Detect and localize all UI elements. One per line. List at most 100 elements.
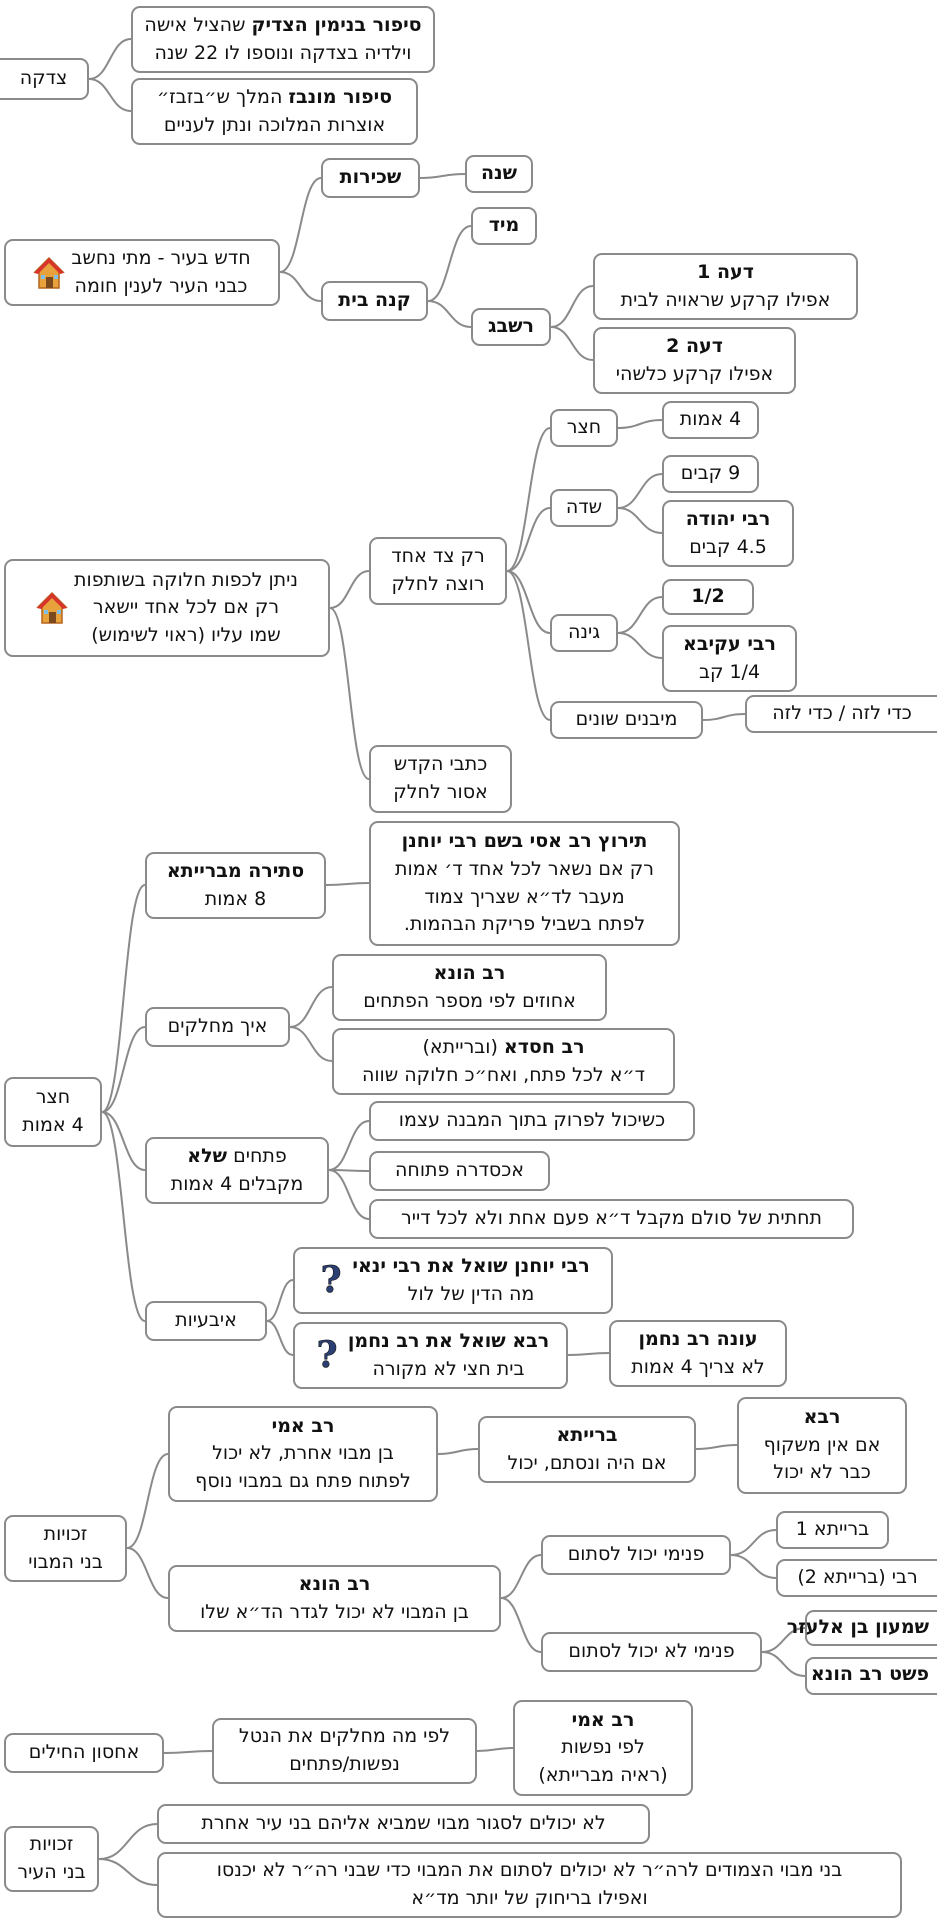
node-shimon-ben-elazar[interactable]: שמעון בן אלעזר	[787, 1610, 937, 1646]
node-rav-nachman-answers[interactable]: עונה רב נחמן לא צריך 4 אמות	[609, 1320, 787, 1387]
node-rav-ami-1[interactable]: רב אמי בן מבוי אחרת, לא יכול לפתוח פתח ג…	[168, 1406, 438, 1502]
node-miyad[interactable]: מיד	[471, 207, 537, 245]
connector	[101, 884, 146, 1113]
connector	[289, 1026, 333, 1062]
node-rabbi-yehuda[interactable]: רבי יהודה 4.5 קבים	[662, 500, 794, 567]
node-one-side-wants[interactable]: רק צד אחד רוצה לחלק	[369, 537, 507, 605]
node-shana[interactable]: שנה	[465, 155, 533, 193]
node-doors-without-4-amot[interactable]: פתחים שלא מקבלים 4 אמות	[145, 1137, 329, 1204]
connector	[695, 1444, 738, 1450]
node-chatzer-small[interactable]: חצר	[550, 409, 618, 447]
node-tzedaka[interactable]: צדקה	[0, 58, 89, 100]
connector	[567, 1352, 610, 1356]
node-braita-1[interactable]: ברייתא 1	[776, 1511, 889, 1549]
node-pshat-rav-huna[interactable]: פשט רב הונא	[805, 1657, 937, 1695]
connector	[617, 507, 663, 534]
node-rashbag[interactable]: רשבג	[471, 308, 551, 346]
node-forced-division[interactable]: ניתן לכפות חלוקה בשותפות רק אם לכל אחד י…	[4, 559, 330, 657]
node-alley-rights[interactable]: זכויות בני המבוי	[4, 1515, 127, 1582]
node-enough-for-each[interactable]: כדי לזה / כדי לזה	[745, 695, 937, 733]
connector	[506, 427, 551, 572]
node-braita[interactable]: ברייתא אם היה ונסתם, יכול	[478, 1416, 696, 1483]
node-rava-asks[interactable]: ? רבא שואל את רב נחמן בית חצי לא מקורה	[293, 1322, 568, 1389]
node-binyamin-story[interactable]: סיפור בנימין הצדיק שהציל אישה וילדיה בצד…	[131, 6, 435, 73]
node-rebbi-braita-2[interactable]: רבי (ברייתא 2)	[776, 1559, 937, 1597]
node-chatzer-4-amot[interactable]: חצר 4 אמות	[4, 1077, 102, 1147]
node-open-porch[interactable]: אכסדרה פתוחה	[369, 1151, 550, 1191]
connector	[476, 1747, 514, 1752]
connector	[617, 473, 663, 509]
node-adjacent-alley[interactable]: בני מבוי הצמודים לרה״ר לא יכולים לסתום א…	[157, 1852, 902, 1918]
connector	[163, 1750, 213, 1754]
node-rav-asi-answer[interactable]: תירוץ רב אסי בשם רבי יוחנן רק אם נשאר לכ…	[369, 821, 680, 946]
node-rabbi-akiva[interactable]: רבי עקיבא 1/4 קב	[662, 625, 797, 692]
node-burden-division[interactable]: לפי מה מחלקים את הנטל נפשות/פתחים	[212, 1718, 477, 1784]
node-various-buildings[interactable]: מיבנים שונים	[550, 701, 703, 739]
connector	[101, 1026, 146, 1113]
node-rav-ami-2[interactable]: רב אמי לפי נפשות (ראיה מברייתא)	[513, 1700, 693, 1796]
connector	[98, 1858, 158, 1886]
house-icon	[33, 256, 66, 289]
node-rav-huna-1[interactable]: רב הונא אחוזים לפי מספר הפתחים	[332, 954, 607, 1021]
node-inner-cannot-close[interactable]: פנימי לא יכול לסתום	[541, 1632, 762, 1672]
connector	[500, 1597, 542, 1653]
connector	[279, 177, 322, 273]
connector	[761, 1627, 806, 1653]
connector	[730, 1554, 777, 1579]
node-gina[interactable]: גינה	[550, 614, 618, 652]
node-ladder-base[interactable]: תחתית של סולם מקבל ד״א פעם אחת ולא לכל ד…	[369, 1199, 854, 1239]
connector	[266, 1320, 294, 1356]
connector	[419, 173, 466, 179]
node-inner-can-close[interactable]: פנימי יכול לסתום	[541, 1535, 731, 1575]
node-braita-contradiction[interactable]: סתירה מברייתא 8 אמות	[145, 852, 326, 919]
connector	[617, 632, 663, 659]
node-deah-1[interactable]: דעה 1 אפילו קרקע שראויה לבית	[593, 253, 858, 320]
node-city-rights[interactable]: זכויות בני העיר	[4, 1826, 99, 1892]
node-rava-2[interactable]: רבא אם אין משקוף כבר לא יכול	[737, 1397, 907, 1494]
connector	[289, 986, 333, 1028]
connector	[266, 1279, 294, 1322]
node-questions[interactable]: איבעיות	[145, 1301, 267, 1341]
node-9-kavim[interactable]: 9 קבים	[662, 455, 759, 493]
connector	[506, 570, 551, 634]
node-4-amot[interactable]: 4 אמות	[662, 401, 759, 439]
connector	[437, 1448, 479, 1455]
node-sade[interactable]: שדה	[550, 489, 618, 527]
connector	[550, 326, 594, 361]
node-unload-inside[interactable]: כשיכול לפרוק בתוך המבנה עצמו	[369, 1101, 695, 1141]
connector	[88, 38, 132, 80]
connector	[427, 225, 472, 302]
node-deah-2[interactable]: דעה 2 אפילו קרקע כלשהי	[593, 327, 796, 394]
question-icon: ?	[316, 1337, 338, 1375]
node-rav-huna-2[interactable]: רב הונא בן המבוי לא יכול לגדר הד״א שלו	[168, 1565, 501, 1632]
connector	[328, 1120, 370, 1171]
question-icon: ?	[320, 1262, 342, 1300]
node-rav-chisda[interactable]: רב חסדא (ובריית­א) ד״א לכל פתח, ואח״כ חל…	[332, 1028, 675, 1095]
connector	[506, 570, 551, 721]
connector	[126, 1453, 169, 1549]
connector	[279, 271, 322, 302]
node-half-kav[interactable]: 1/2	[662, 579, 754, 615]
connector	[617, 596, 663, 634]
connector	[328, 1169, 370, 1220]
node-cannot-close-alley[interactable]: לא יכולים לסגור מבוי שמביא אליהם בני עיר…	[157, 1804, 650, 1844]
node-new-in-city[interactable]: חדש בעיר - מתי נחשב כבני העיר לענין חומה	[4, 239, 280, 306]
connector	[702, 713, 746, 721]
connector	[617, 419, 663, 429]
node-sechirut[interactable]: שכירות	[321, 158, 420, 198]
connector	[101, 1111, 146, 1322]
node-munbaz-story[interactable]: סיפור מונבז המלך ש״בזבז״ אוצרות המלוכה ו…	[131, 78, 418, 145]
connector	[325, 882, 370, 886]
node-holy-writings[interactable]: כתבי הקדש אסור לחלק	[369, 745, 512, 813]
connector	[126, 1547, 169, 1599]
node-kaneh-bayit[interactable]: קנה בית	[321, 281, 428, 321]
connector	[550, 285, 594, 328]
house-icon	[36, 591, 68, 624]
connector	[730, 1529, 777, 1556]
node-soldier-housing[interactable]: אחסון החילים	[4, 1733, 164, 1773]
node-rabbi-yochanan-asks[interactable]: ? רבי יוחנן שואל את רבי ינאי מה הדין של …	[293, 1247, 613, 1314]
connector	[101, 1111, 146, 1171]
connector	[329, 570, 370, 609]
node-how-divide[interactable]: איך מחלקים	[145, 1007, 290, 1047]
